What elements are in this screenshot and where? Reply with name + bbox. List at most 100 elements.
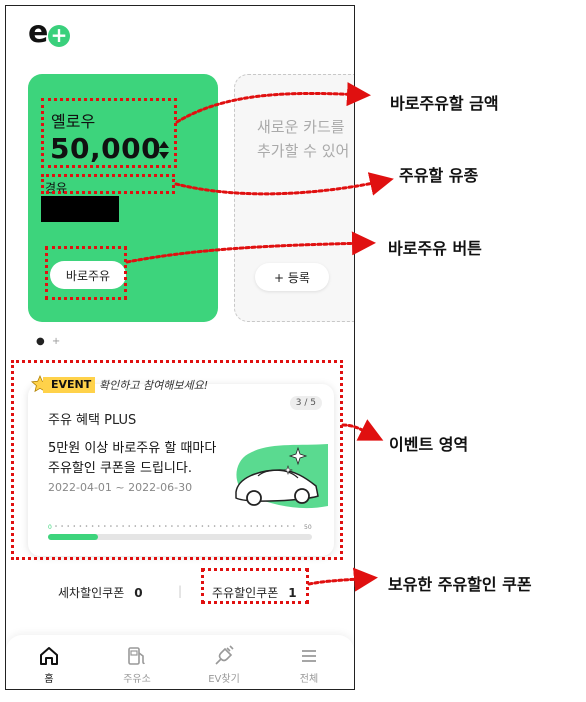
add-card-slot[interactable]: 새로운 카드를 추가할 수 있어 + 등록 xyxy=(234,74,354,322)
scale-tick xyxy=(226,525,228,527)
scale-tick xyxy=(238,525,240,527)
scale-tick xyxy=(146,525,149,527)
scale-tick xyxy=(152,525,155,527)
scale-tick xyxy=(104,525,106,527)
scale-tick xyxy=(134,525,137,527)
scale-tick xyxy=(116,525,118,527)
fuel-coupon-count: 1 xyxy=(288,586,297,600)
nav-ev-finder-label: EV찾기 xyxy=(208,674,240,685)
car-illustration-icon xyxy=(235,444,328,509)
menu-icon xyxy=(302,650,316,662)
annotation-button: 바로주유 버튼 xyxy=(388,239,482,258)
scale-tick xyxy=(195,525,198,527)
home-icon xyxy=(40,647,58,665)
event-title: 주유 혜택 PLUS xyxy=(48,413,137,428)
coupon-highlight-box xyxy=(201,568,309,604)
scale-tick xyxy=(250,525,252,527)
event-progress-track xyxy=(48,534,312,540)
car-wash-coupon-count: 0 xyxy=(134,586,143,600)
scale-tick xyxy=(73,525,76,527)
scale-tick xyxy=(268,525,271,527)
annotation-fuel: 주유할 유종 xyxy=(399,166,479,185)
amount-stepper-icon[interactable] xyxy=(158,140,170,160)
scale-tick xyxy=(262,525,265,527)
scale-tick xyxy=(177,525,179,527)
scale-tick xyxy=(244,525,246,527)
pay-now-button[interactable]: 바로주유 xyxy=(50,261,126,289)
card-name: 옐로우 xyxy=(51,112,96,131)
event-label: EVENT xyxy=(43,377,96,393)
scale-start-label: 0 xyxy=(48,524,52,530)
scale-tick xyxy=(85,525,88,527)
scale-tick xyxy=(219,525,222,527)
scale-tick xyxy=(110,525,112,527)
scale-tick xyxy=(232,525,234,527)
scale-tick xyxy=(165,525,167,527)
card-amount[interactable]: 50,000 xyxy=(50,132,162,165)
logo-letter: e xyxy=(28,15,49,50)
coupon-separator: | xyxy=(178,584,183,598)
scale-tick xyxy=(128,525,130,527)
scale-tick xyxy=(256,525,259,527)
event-description: 5만원 이상 바로주유 할 때마다 주유할인 쿠폰을 드립니다. xyxy=(48,439,216,479)
event-highlight-box xyxy=(11,360,343,560)
scale-tick xyxy=(189,525,191,527)
nav-all-menu-label: 전체 xyxy=(299,674,319,685)
fuel-station-icon xyxy=(128,647,145,665)
button-highlight-box xyxy=(45,246,127,300)
scale-tick xyxy=(274,525,277,527)
car-wash-coupon[interactable]: 세차할인쿠폰 0 xyxy=(58,584,143,601)
scale-tick xyxy=(207,525,210,527)
scale-tick xyxy=(67,525,69,527)
event-desc-line-2: 주유할인 쿠폰을 드립니다. xyxy=(48,461,192,476)
event-desc-line-1: 5만원 이상 바로주유 할 때마다 xyxy=(48,441,217,456)
scale-tick xyxy=(122,525,124,527)
annotation-coupon: 보유한 주유할인 쿠폰 xyxy=(388,575,532,594)
annotation-event: 이벤트 영역 xyxy=(389,435,469,454)
nav-ev-finder[interactable]: EV찾기 xyxy=(189,645,259,685)
fuel-coupon-label: 주유할인쿠폰 xyxy=(212,586,279,600)
carousel-dot-active: ● xyxy=(36,336,45,347)
nav-all-menu[interactable]: 전체 xyxy=(274,645,344,685)
event-progress-scale: 0 50 xyxy=(48,524,312,530)
event-page-indicator: 3 / 5 xyxy=(289,396,322,410)
scale-tick xyxy=(213,525,216,527)
amount-highlight-box xyxy=(41,98,177,168)
fuel-highlight-box xyxy=(41,174,175,194)
add-card-text: 새로운 카드를 추가할 수 있어 xyxy=(257,118,350,160)
nav-fuel-station-label: 주유소 xyxy=(123,674,151,685)
scale-tick xyxy=(171,525,173,527)
fuel-card[interactable]: 옐로우 50,000 경유 바로주유 xyxy=(28,74,218,322)
register-card-button[interactable]: + 등록 xyxy=(255,263,329,291)
scale-tick xyxy=(293,525,295,527)
event-caption: 확인하고 참여해보세요! xyxy=(99,379,209,392)
ev-plug-icon xyxy=(215,645,234,665)
carousel-indicator: ● + xyxy=(36,336,60,347)
event-banner[interactable]: 3 / 5 주유 혜택 PLUS 5만원 이상 바로주유 할 때마다 주유할인 … xyxy=(28,384,334,556)
nav-home[interactable]: 홈 xyxy=(14,645,84,685)
scale-tick xyxy=(91,525,94,527)
scale-tick xyxy=(79,525,82,527)
scale-end-label: 50 xyxy=(304,524,312,530)
logo-plus-icon: + xyxy=(48,25,70,47)
scale-tick xyxy=(183,525,185,527)
scale-tick xyxy=(140,525,143,527)
fuel-coupon[interactable]: 주유할인쿠폰 1 xyxy=(212,584,297,601)
coupon-summary: 세차할인쿠폰 0 | 주유할인쿠폰 1 xyxy=(6,584,354,606)
nav-fuel-station[interactable]: 주유소 xyxy=(102,645,172,685)
nav-home-label: 홈 xyxy=(44,674,54,685)
annotation-amount: 바로주유할 금액 xyxy=(390,94,499,113)
scale-tick xyxy=(201,525,204,527)
car-wash-coupon-label: 세차할인쿠폰 xyxy=(58,586,125,600)
scale-tick xyxy=(287,525,289,527)
redacted-card-number xyxy=(41,196,119,222)
event-progress-fill xyxy=(48,534,99,540)
event-period: 2022-04-01 ~ 2022-06-30 xyxy=(48,481,193,494)
scale-tick xyxy=(280,525,283,527)
scale-tick xyxy=(158,525,161,527)
bottom-nav: 홈 주유소 EV찾기 전체 xyxy=(6,635,354,689)
scale-tick xyxy=(61,525,63,527)
scale-tick xyxy=(55,525,57,527)
carousel-dot-add[interactable]: + xyxy=(51,336,61,347)
app-logo: e + xyxy=(28,15,78,50)
